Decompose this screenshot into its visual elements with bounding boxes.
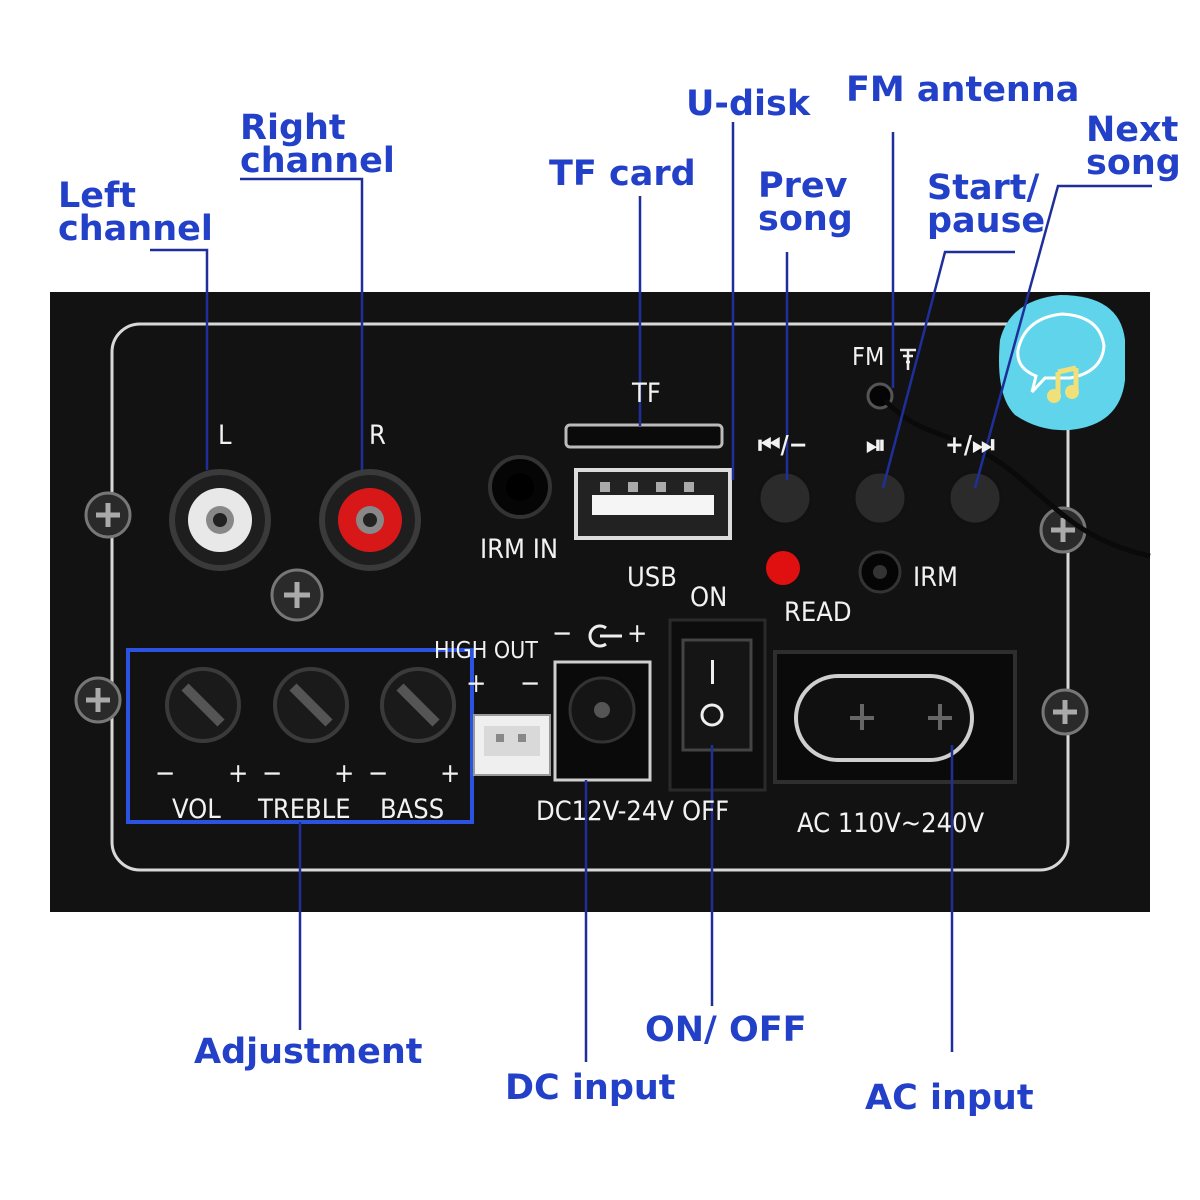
label-high-out: HIGH OUT (434, 638, 538, 664)
label-fm: FM (852, 342, 885, 371)
play-pause-button[interactable] (852, 470, 908, 526)
label-l: L (218, 420, 232, 451)
label-vol-minus: − (155, 758, 176, 789)
callout-on-off: ON/ OFF (645, 1010, 807, 1050)
label-treble-plus: + (334, 758, 355, 789)
callout-adjustment: Adjustment (194, 1032, 423, 1072)
callout-u-disk: U-disk (686, 84, 811, 124)
power-switch[interactable] (668, 618, 767, 792)
screw-icon (270, 568, 324, 622)
label-dc-minus: − (552, 618, 573, 649)
screw-icon (74, 676, 122, 724)
fm-antenna-wire (883, 398, 1151, 559)
label-bass-minus: − (368, 758, 389, 789)
rca-right-jack[interactable] (319, 469, 421, 571)
label-treble: TREBLE (258, 794, 351, 825)
irm-receiver (858, 550, 902, 594)
screw-icon (84, 491, 132, 539)
label-off: OFF (682, 796, 730, 827)
label-play-symbol: ⏯ (866, 430, 887, 459)
high-out-connector[interactable] (473, 714, 551, 776)
label-prev-symbol: ⏮/− (758, 430, 808, 459)
bass-knob[interactable] (380, 667, 456, 743)
leader-lines (150, 122, 1152, 1062)
label-read: READ (784, 597, 852, 628)
label-irm-in: IRM IN (480, 534, 559, 565)
label-high-out-minus: − (520, 668, 541, 699)
label-dc-rating: DC12V-24V (536, 796, 674, 827)
label-dc-plus: + (627, 618, 648, 649)
screw-icon (1041, 688, 1089, 736)
dc-input-jack[interactable] (553, 660, 652, 782)
callout-fm-antenna: FM antenna (846, 70, 1080, 110)
label-usb: USB (627, 562, 677, 593)
label-next-symbol: +/⏭ (945, 430, 995, 459)
label-vol: VOL (172, 794, 221, 825)
read-led (766, 551, 800, 585)
panel-border (110, 322, 1070, 872)
usb-port[interactable] (574, 468, 732, 540)
dc-polarity-icon (588, 624, 622, 648)
label-on: ON (690, 582, 728, 613)
amplifier-panel (50, 292, 1150, 912)
rca-left-jack[interactable] (169, 469, 271, 571)
label-tf: TF (632, 378, 661, 409)
label-irm: IRM (913, 562, 958, 593)
speech-bubble-music-icon (999, 295, 1125, 431)
callout-ac-input: AC input (865, 1078, 1034, 1118)
prev-song-button[interactable] (757, 470, 813, 526)
next-song-button[interactable] (947, 470, 1003, 526)
label-ac-rating: AC 110V~240V (797, 808, 985, 839)
callout-start-pause: Start/pause (927, 168, 1046, 241)
irm-in-jack[interactable] (488, 455, 552, 519)
ac-input-socket[interactable] (773, 650, 1017, 784)
label-bass: BASS (380, 794, 445, 825)
vol-knob[interactable] (165, 667, 241, 743)
label-vol-plus: + (228, 758, 249, 789)
label-treble-minus: − (262, 758, 283, 789)
tf-card-slot[interactable] (564, 423, 724, 449)
label-bass-plus: + (440, 758, 461, 789)
fm-antenna-icon (900, 348, 916, 370)
callout-dc-input: DC input (505, 1068, 676, 1108)
label-high-out-plus: + (466, 668, 487, 699)
callout-tf-card: TF card (549, 154, 696, 194)
label-r: R (369, 420, 386, 451)
treble-knob[interactable] (273, 667, 349, 743)
